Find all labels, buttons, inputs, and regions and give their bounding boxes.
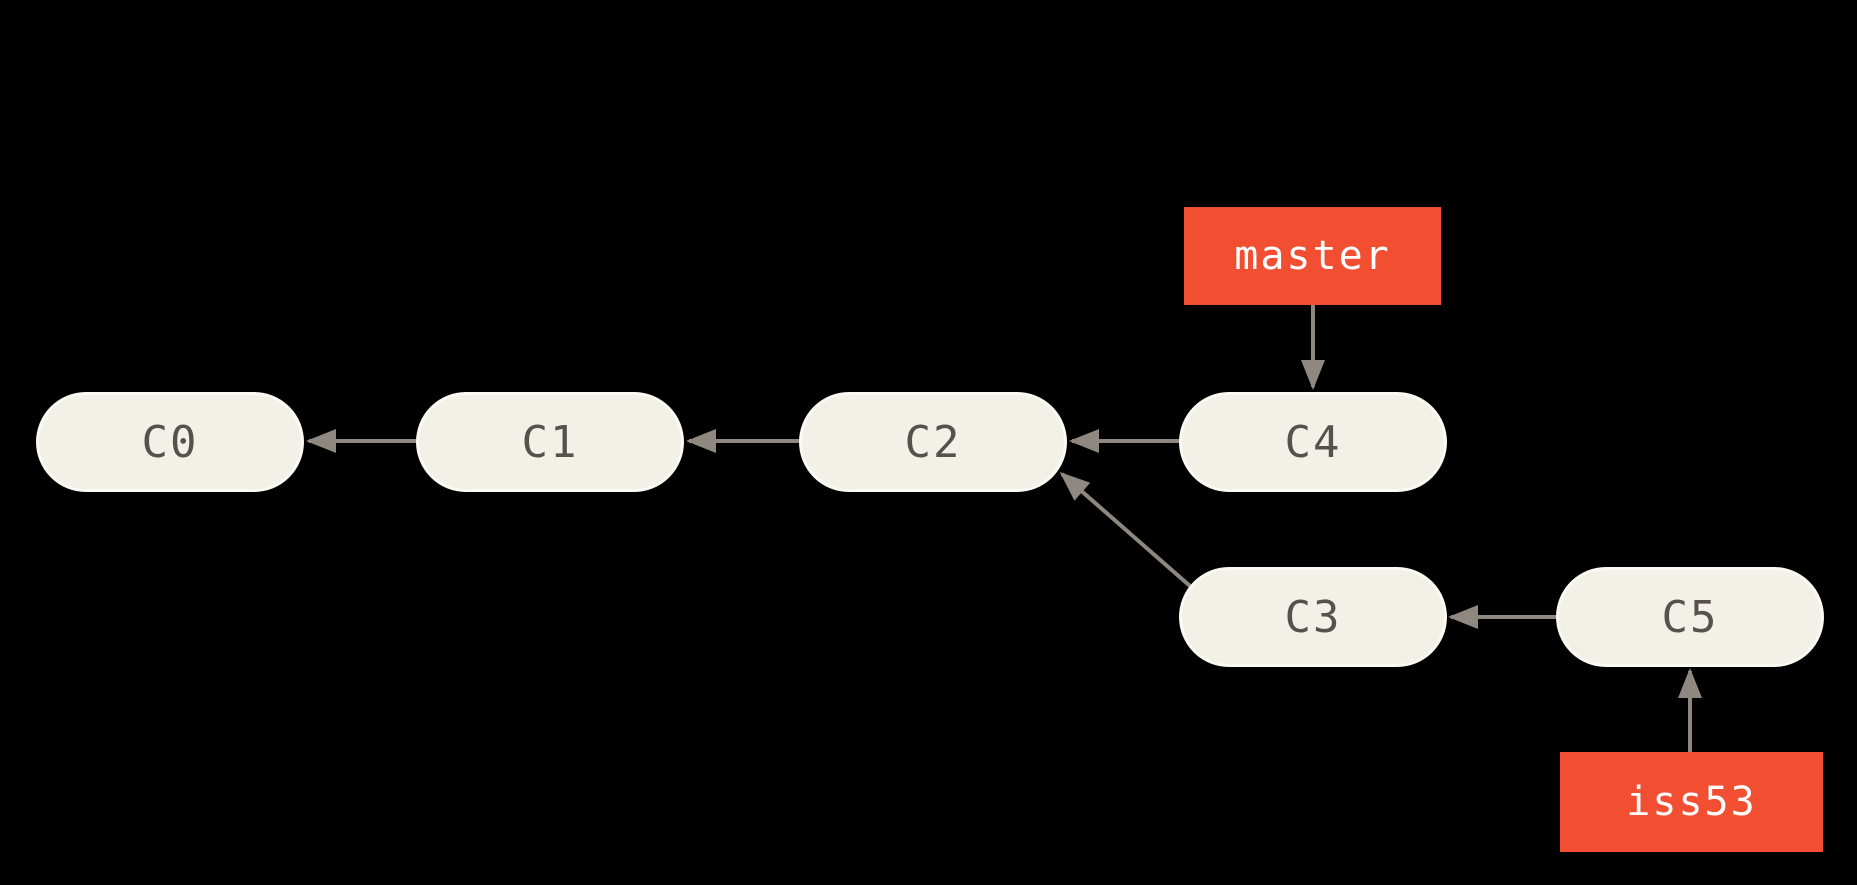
- commit-label-c0: C0: [141, 416, 199, 468]
- commit-node-c2: C2: [799, 392, 1067, 492]
- commit-node-c3: C3: [1179, 567, 1447, 667]
- branch-tag-master: master: [1184, 207, 1441, 305]
- commit-node-c1: C1: [416, 392, 684, 492]
- commit-label-c4: C4: [1284, 416, 1342, 468]
- arrow-c3-to-c2: [1059, 472, 1192, 588]
- branch-label-iss53: iss53: [1626, 779, 1757, 825]
- branch-label-master: master: [1234, 233, 1391, 279]
- commit-label-c2: C2: [904, 416, 962, 468]
- commit-label-c3: C3: [1284, 591, 1342, 643]
- commit-label-c1: C1: [521, 416, 579, 468]
- commit-label-c5: C5: [1661, 591, 1719, 643]
- commit-node-c0: C0: [36, 392, 304, 492]
- commit-node-c5: C5: [1556, 567, 1824, 667]
- commit-node-c4: C4: [1179, 392, 1447, 492]
- branch-tag-iss53: iss53: [1560, 752, 1823, 852]
